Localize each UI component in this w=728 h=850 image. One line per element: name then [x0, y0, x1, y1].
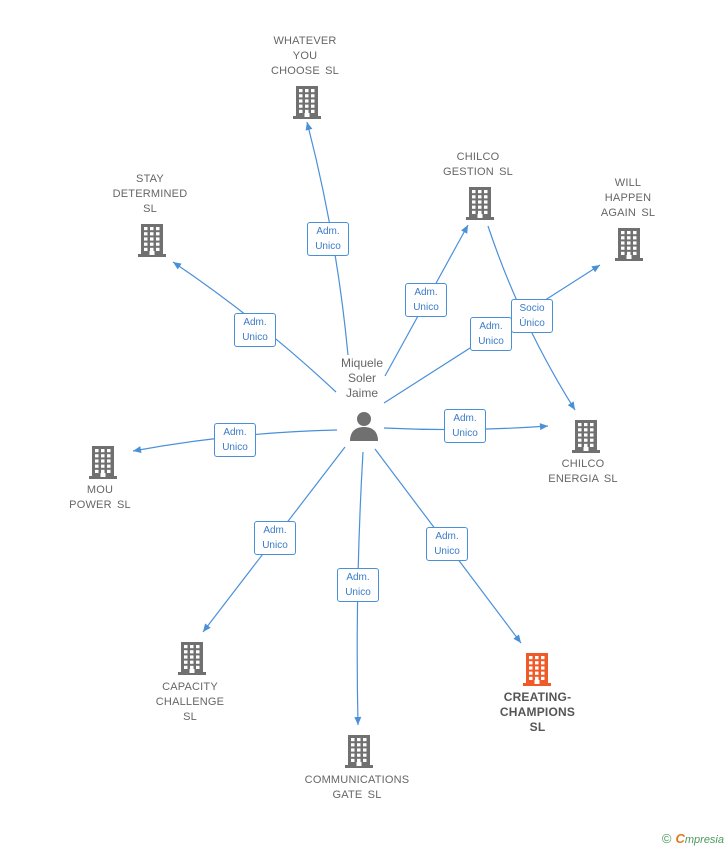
arrow-head-creating [513, 634, 521, 643]
arrow-head-mou [133, 446, 142, 453]
edge-label-chilco-energia: Adm. Unico [444, 409, 486, 443]
building-icon-whatever[interactable] [292, 84, 322, 120]
arrow-head-chilco_energia [539, 423, 548, 431]
edge-label-communications: Adm. Unico [337, 568, 379, 602]
brand-name: mpresia [684, 834, 724, 846]
node-label-whatever[interactable]: WHATEVER YOU CHOOSE SL [271, 35, 339, 77]
node-label-capacity[interactable]: CAPACITY CHALLENGE SL [155, 681, 225, 723]
building-icon-mou[interactable] [88, 444, 118, 480]
footer-brand[interactable]: ©Cmpresia [662, 831, 724, 846]
arrow-head-whatever [305, 122, 313, 131]
edge-label-whatever: Adm. Unico [307, 222, 349, 256]
node-label-will[interactable]: WILL HAPPEN AGAIN SL [600, 177, 656, 219]
building-icon-chilco_energia[interactable] [571, 418, 601, 454]
arrow-head-will [591, 265, 600, 273]
node-label-chilco-energia[interactable]: CHILCO ENERGIA SL [548, 458, 618, 485]
arrow-head-chilco_gestion [461, 225, 468, 234]
building-icon-creating[interactable] [522, 651, 552, 687]
edge-label-mou: Adm. Unico [214, 423, 256, 457]
edge-label-socio: Socio Único [511, 299, 553, 333]
person-icon[interactable] [348, 410, 380, 442]
edge-label-capacity: Adm. Unico [254, 521, 296, 555]
edge-label-stay: Adm. Unico [234, 313, 276, 347]
node-label-stay[interactable]: STAY DETERMINED SL [112, 173, 188, 215]
arrow-head-capacity [203, 623, 211, 632]
node-label-chilco-gestion[interactable]: CHILCO GESTION SL [442, 151, 514, 178]
building-icon-will[interactable] [614, 226, 644, 262]
copyright-icon: © [661, 831, 672, 846]
arrow-head-communications [354, 716, 362, 725]
building-icon-stay[interactable] [137, 222, 167, 258]
person-name[interactable]: Miquele Soler Jaime [340, 356, 384, 400]
node-label-communications[interactable]: COMMUNICATIONS GATE SL [304, 774, 410, 801]
node-label-mou[interactable]: MOU POWER SL [69, 484, 131, 511]
building-icon-capacity[interactable] [177, 640, 207, 676]
arrow-head-stay [173, 262, 182, 270]
building-icon-chilco_gestion[interactable] [465, 185, 495, 221]
brand-initial: C [675, 831, 685, 846]
arrow-head-chilco_energia [567, 401, 575, 410]
edge-label-creating: Adm. Unico [426, 527, 468, 561]
edge-label-chilco-gestion: Adm. Unico [405, 283, 447, 317]
node-label-creating[interactable]: CREATING- CHAMPIONS SL [499, 690, 576, 734]
edge-label-will: Adm. Unico [470, 317, 512, 351]
building-icon-communications[interactable] [344, 733, 374, 769]
